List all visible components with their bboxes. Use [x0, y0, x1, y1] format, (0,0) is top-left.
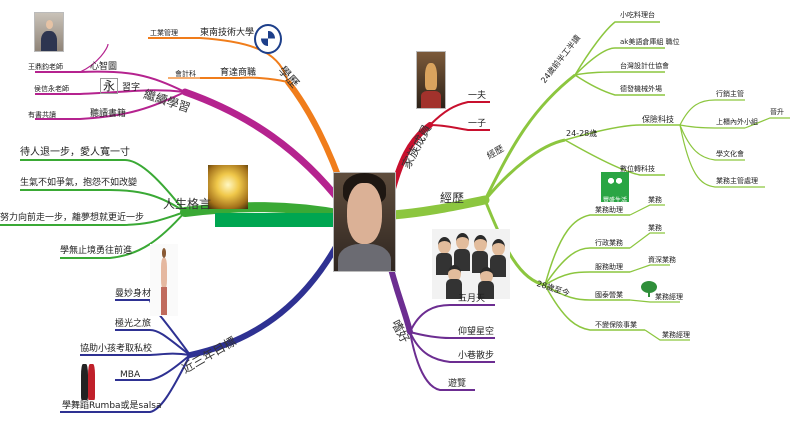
experience-label: 經歷 [440, 191, 465, 205]
hobby-item-2: 仰望星空 [458, 327, 495, 337]
study-teacher-1: 王鼎鈞老師 [28, 63, 63, 71]
experience-p1-item-3: 台灣設計仕協會 [620, 62, 669, 70]
center-photo [333, 172, 396, 272]
family-member-2: 一子 [468, 119, 487, 129]
experience-p2-item-2: 上櫃內外小組 [716, 118, 758, 126]
experience-p2-sub: 數位轉科技 [620, 165, 655, 173]
motto-item-3: 努力向前走一步，離夢想就更近一步 [0, 213, 145, 223]
motto-label: 人生格言 [163, 197, 212, 211]
hobby-item-1: 五月天 [458, 294, 486, 304]
experience-p3-item-3: 行政業務 [595, 239, 623, 247]
experience-p3-item-9: 不變保險事業 [595, 321, 637, 329]
center-photo-face [347, 182, 382, 244]
branch-goals [187, 227, 348, 358]
calligraphy-glyph-icon: 永 [100, 78, 119, 94]
life-logo-icon: 豐盛生活 LIFE [601, 172, 629, 211]
motto-item-2: 生氣不如爭氣，抱怨不如改變 [20, 178, 138, 188]
center-photo-shoulders [337, 243, 392, 271]
goals-dance-photo [77, 360, 99, 404]
motto-item-1: 待人退一步，愛人寬一寸 [20, 147, 130, 158]
branch-study [181, 88, 347, 209]
hobby-item-3: 小巷散步 [458, 351, 495, 361]
experience-p3-item-5: 服務助理 [595, 263, 623, 271]
experience-period-2: 24-28歲 [566, 129, 598, 138]
branch-motto [180, 202, 348, 220]
education-major-2: 會計科 [175, 70, 196, 78]
experience-p3-item-8: 業務經理 [655, 293, 683, 301]
goals-item-3: 協助小孩考取私校 [80, 344, 153, 354]
goals-item-4: MBA [120, 370, 141, 380]
life-logo-text: 豐盛生活 LIFE [602, 197, 627, 211]
branch-experience [388, 195, 490, 220]
teacher-avatar [34, 12, 64, 52]
experience-p3-item-4: 業務 [648, 224, 662, 232]
study-teacher-2: 侯信永老師 [34, 85, 69, 93]
family-member-1: 一夫 [468, 91, 487, 101]
education-school: 東南技術大學 [200, 28, 255, 38]
hobby-band-photo [432, 229, 510, 299]
experience-p2-item-5: 業務主管處理 [716, 177, 758, 185]
experience-p2-item-3: 晉升 [770, 108, 784, 116]
experience-p3-item-1: 業務助理 [595, 206, 623, 214]
motto-item-4: 學無止境勇往前進 [60, 246, 133, 256]
experience-p3-item-10: 業務經理 [662, 331, 690, 339]
experience-p2-item-4: 學文化會 [716, 150, 744, 158]
experience-p3-item-2: 業務 [648, 196, 662, 204]
experience-p3-item-7: 國泰營業 [595, 291, 623, 299]
goals-item-5: 學舞蹈Rumba或是salsa [62, 401, 162, 411]
goals-photo [150, 244, 178, 316]
experience-p1-item-1: 小吃料理台 [620, 11, 655, 19]
motto-image [208, 165, 248, 209]
experience-p3-item-6: 資深業務 [648, 256, 676, 264]
hobby-item-4: 遊覽 [448, 379, 467, 389]
study-item-3: 聽讀書籍 [90, 109, 127, 119]
experience-p1-item-2: ak美語倉庫組 職位 [620, 38, 680, 46]
experience-p1-item-4: 德發機械外場 [620, 85, 662, 93]
school-logo-icon [254, 24, 282, 54]
family-photo [416, 51, 446, 109]
education-major-1: 工業管理 [150, 29, 178, 37]
tree-logo-icon [641, 281, 657, 297]
experience-p2-node: 保險科技 [642, 115, 674, 124]
education-school-2: 育達商職 [220, 68, 257, 78]
study-item-2: 習字 [122, 83, 141, 93]
experience-p2-item-1: 行銷主管 [716, 90, 744, 98]
study-item-1: 心智圖 [90, 62, 118, 72]
study-teacher-3: 有書共讀 [28, 111, 56, 119]
goals-item-2: 極光之旅 [115, 319, 152, 329]
goals-item-1: 曼妙身材 [115, 289, 152, 299]
